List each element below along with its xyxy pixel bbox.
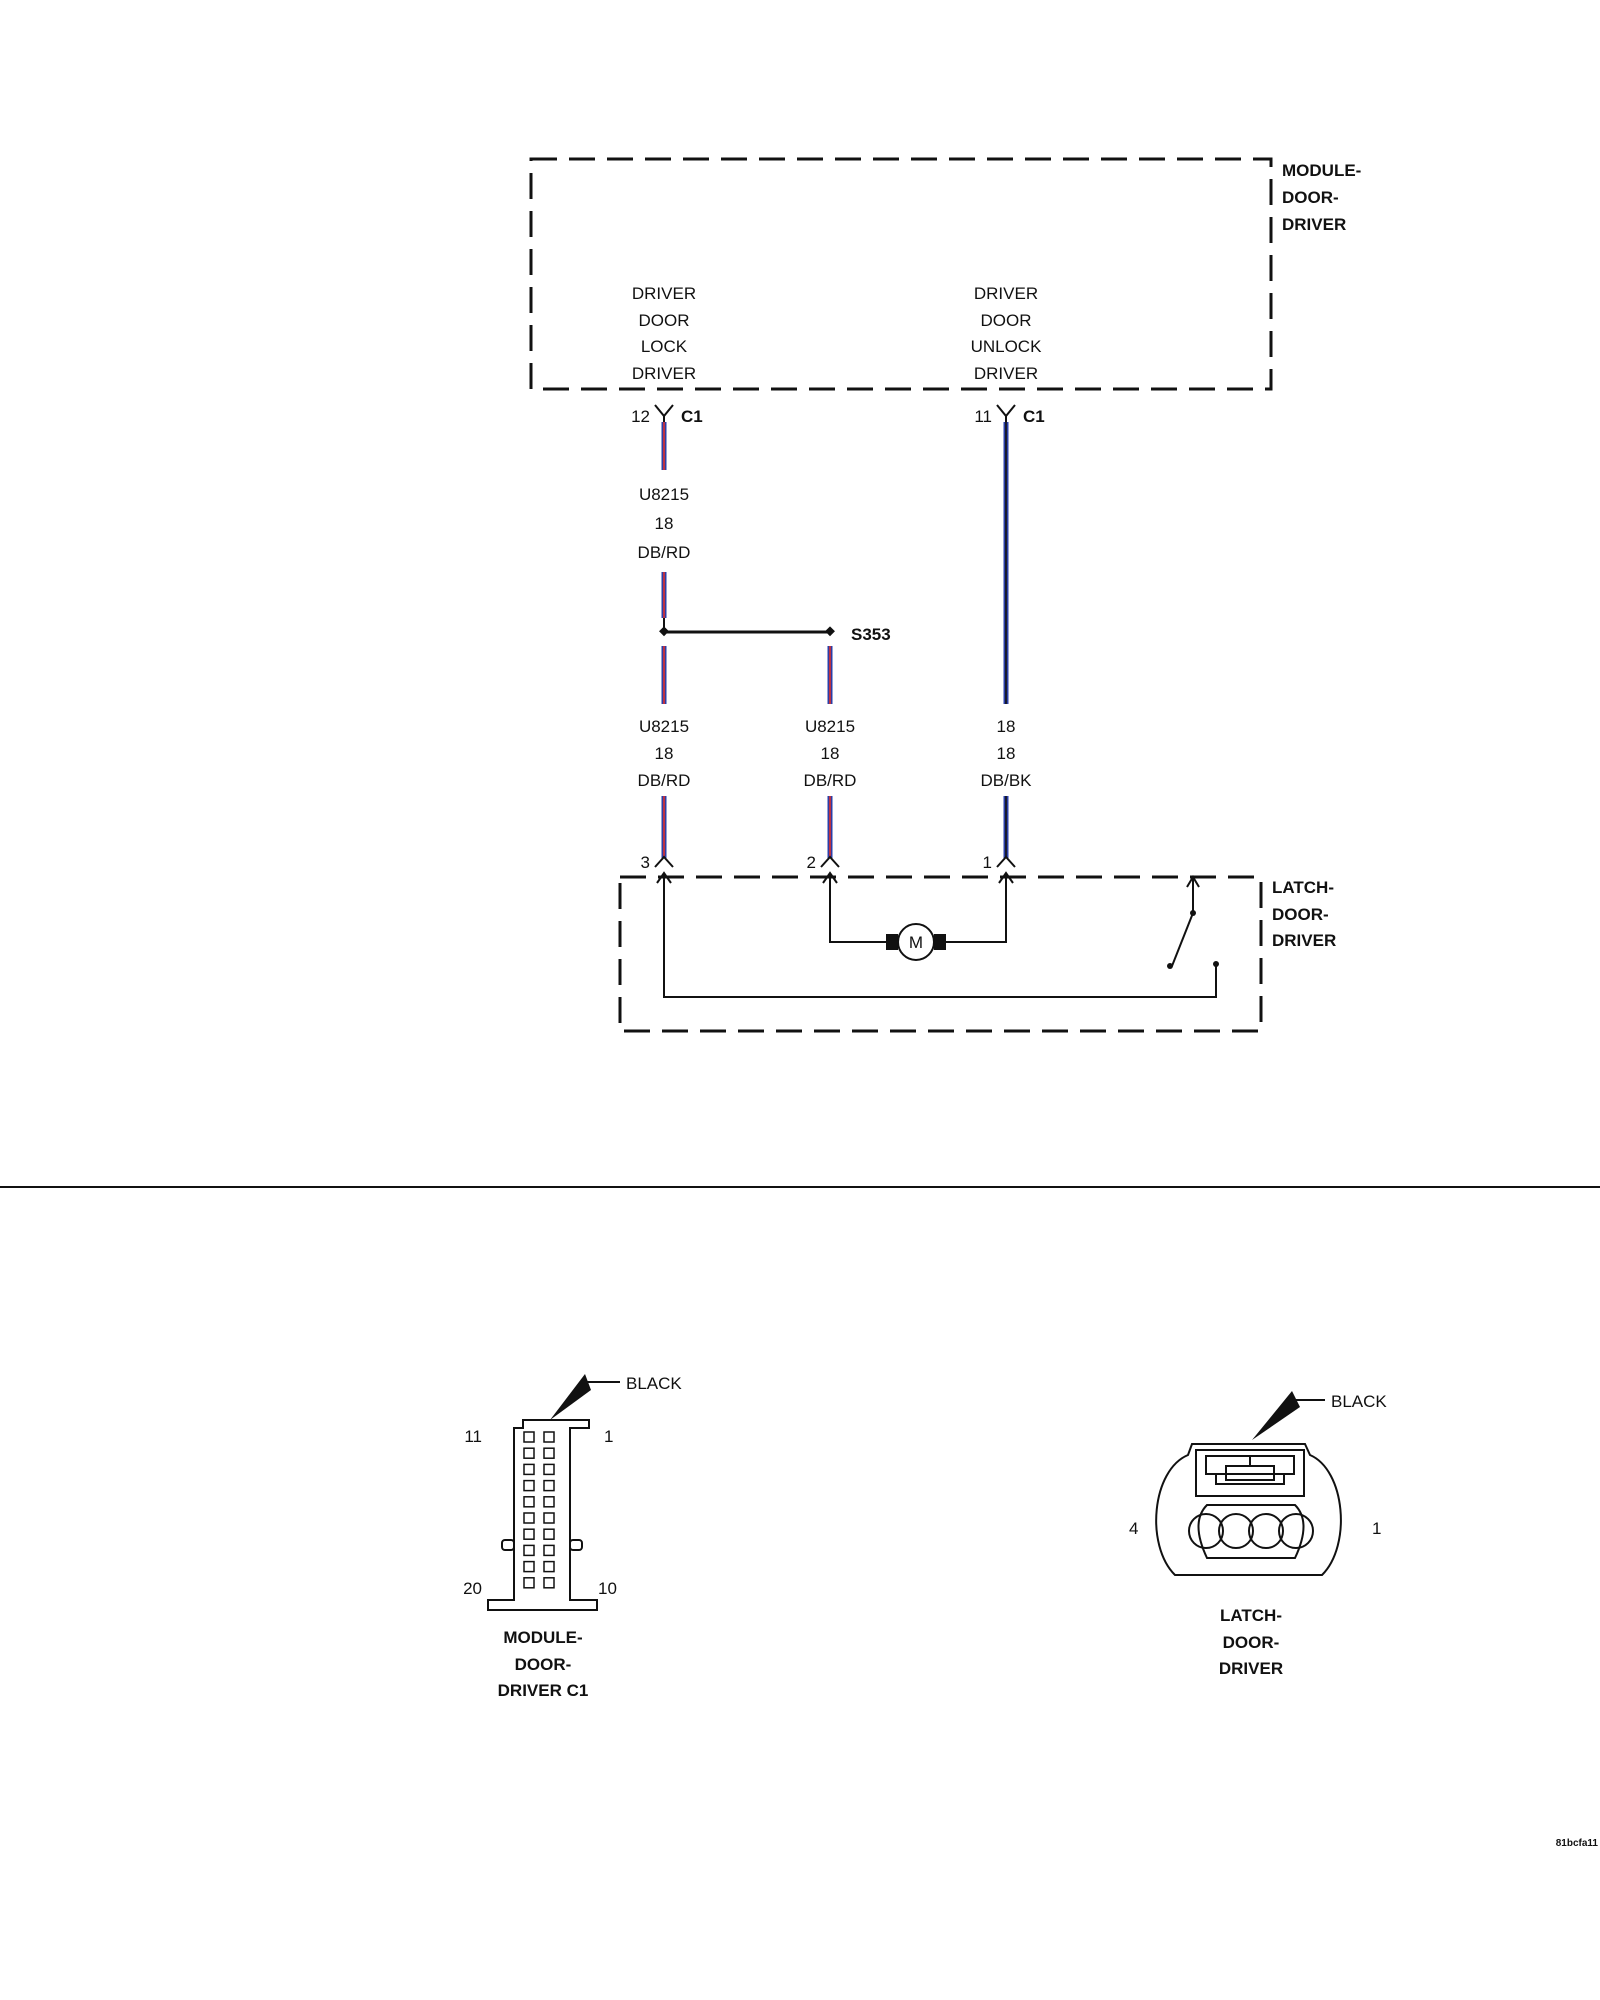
- c1-cavity: [543, 1528, 555, 1540]
- latch-switch-icon: [1167, 875, 1219, 969]
- wire-label-unlock: 18 18 DB/BK: [980, 717, 1032, 790]
- c1-cavity: [543, 1577, 555, 1589]
- latch-view-name-line-2: DOOR-: [1223, 1633, 1280, 1652]
- module-name-line-2: DOOR-: [1282, 188, 1339, 207]
- c1-cavity: [543, 1512, 555, 1524]
- c1-cavity: [523, 1479, 535, 1492]
- lock-top-color: DB/RD: [638, 543, 691, 562]
- wire-label-lock-top: U8215 18 DB/RD: [638, 485, 691, 562]
- c1-cavity: [543, 1447, 555, 1459]
- c1-cavity: [523, 1463, 535, 1476]
- unlock-circuit: 18: [997, 717, 1016, 736]
- latch-name-line-1: LATCH-: [1272, 878, 1334, 897]
- c1-cavity: [543, 1560, 555, 1573]
- wire-label-lock-lower: U8215 18 DB/RD: [638, 717, 691, 790]
- c1-cavity: [543, 1544, 555, 1557]
- unlock-driver-label: DRIVER DOOR UNLOCK DRIVER: [971, 284, 1043, 383]
- c1-cavity: [523, 1512, 535, 1524]
- splice-label: S353: [851, 625, 891, 644]
- unlock-driver-line-3: UNLOCK: [971, 337, 1043, 356]
- module-unlock-terminal: 11 C1: [974, 404, 1045, 426]
- c1-cavity: [523, 1544, 535, 1557]
- unlock-pin-number: 11: [974, 407, 992, 426]
- latch-view-name-line-1: LATCH-: [1220, 1606, 1282, 1625]
- c1-cavity: [543, 1479, 555, 1492]
- c1-cavity: [523, 1560, 535, 1573]
- c1-pin-10: 10: [598, 1579, 617, 1598]
- lock-pin-number: 12: [631, 407, 650, 426]
- c1-cavity: [523, 1528, 535, 1540]
- lock-lower-circuit: U8215: [639, 717, 689, 736]
- c1-pin-11: 11: [464, 1427, 482, 1446]
- lock-driver-line-4: DRIVER: [632, 364, 696, 383]
- latch-color-label: BLACK: [1331, 1392, 1387, 1411]
- unlock-gauge: 18: [997, 744, 1016, 763]
- motor-label: M: [909, 933, 923, 952]
- c1-cavity: [523, 1496, 535, 1508]
- c1-cavity: [543, 1496, 555, 1508]
- lock-lower-gauge: 18: [655, 744, 674, 763]
- latch-connector-view: BLACK 4 1 LATCH- DOOR- DRIVER: [1129, 1391, 1387, 1678]
- module-lock-terminal: 12 C1: [631, 404, 703, 426]
- motor-icon: M: [886, 923, 946, 961]
- latch-terminal-1: 1: [983, 853, 1016, 872]
- latch-terminal-3: 3: [641, 853, 674, 872]
- module-door-driver-box: [529, 157, 1273, 391]
- module-c1-color-label: BLACK: [626, 1374, 682, 1393]
- c1-cavity: [523, 1447, 535, 1459]
- lock-driver-line-2: DOOR: [639, 311, 690, 330]
- c1-cavity: [523, 1577, 535, 1589]
- c1-pin-20: 20: [463, 1579, 482, 1598]
- branch-circuit: U8215: [805, 717, 855, 736]
- latch-view-name-line-3: DRIVER: [1219, 1659, 1283, 1678]
- c1-name-line-1: MODULE-: [503, 1628, 582, 1647]
- latch-name-line-3: DRIVER: [1272, 931, 1336, 950]
- latch-pin-3: 3: [641, 853, 650, 872]
- latch-pin-2: 2: [807, 853, 816, 872]
- latch-name-line-2: DOOR-: [1272, 905, 1329, 924]
- branch-gauge: 18: [821, 744, 840, 763]
- latch-door-driver-box: [618, 875, 1263, 1033]
- unlock-driver-line-4: DRIVER: [974, 364, 1038, 383]
- c1-pin-1: 1: [604, 1427, 613, 1446]
- latch-terminal-2: 2: [807, 853, 840, 872]
- lock-driver-line-1: DRIVER: [632, 284, 696, 303]
- latch-pin-1: 1: [983, 853, 992, 872]
- lock-driver-label: DRIVER DOOR LOCK DRIVER: [632, 284, 696, 383]
- lock-connector-id: C1: [681, 407, 703, 426]
- lock-lower-color: DB/RD: [638, 771, 691, 790]
- lock-top-gauge: 18: [655, 514, 674, 533]
- latch-view-pin-4: 4: [1129, 1519, 1138, 1538]
- latch-view-pin-1: 1: [1372, 1519, 1381, 1538]
- latch-internal-wiring: [656, 871, 1217, 998]
- unlock-connector-id: C1: [1023, 407, 1045, 426]
- wire-label-branch: U8215 18 DB/RD: [804, 717, 857, 790]
- branch-color: DB/RD: [804, 771, 857, 790]
- c1-cavity: [543, 1463, 555, 1476]
- module-name-line-3: DRIVER: [1282, 215, 1346, 234]
- unlock-color: DB/BK: [980, 771, 1032, 790]
- unlock-driver-line-1: DRIVER: [974, 284, 1038, 303]
- lock-top-circuit: U8215: [639, 485, 689, 504]
- c1-cavity: [523, 1431, 535, 1443]
- lock-driver-line-3: LOCK: [641, 337, 688, 356]
- c1-cavity: [543, 1431, 555, 1443]
- unlock-driver-line-2: DOOR: [981, 311, 1032, 330]
- module-name-line-1: MODULE-: [1282, 161, 1361, 180]
- figure-id: 81bcfa11: [1556, 1838, 1599, 1849]
- c1-name-line-2: DOOR-: [515, 1655, 572, 1674]
- splice-s353: S353: [659, 625, 891, 644]
- c1-name-line-3: DRIVER C1: [498, 1681, 589, 1700]
- module-c1-connector-view: BLACK 11 1 20 10 MODULE- DOOR- DRIVER C1: [463, 1374, 682, 1700]
